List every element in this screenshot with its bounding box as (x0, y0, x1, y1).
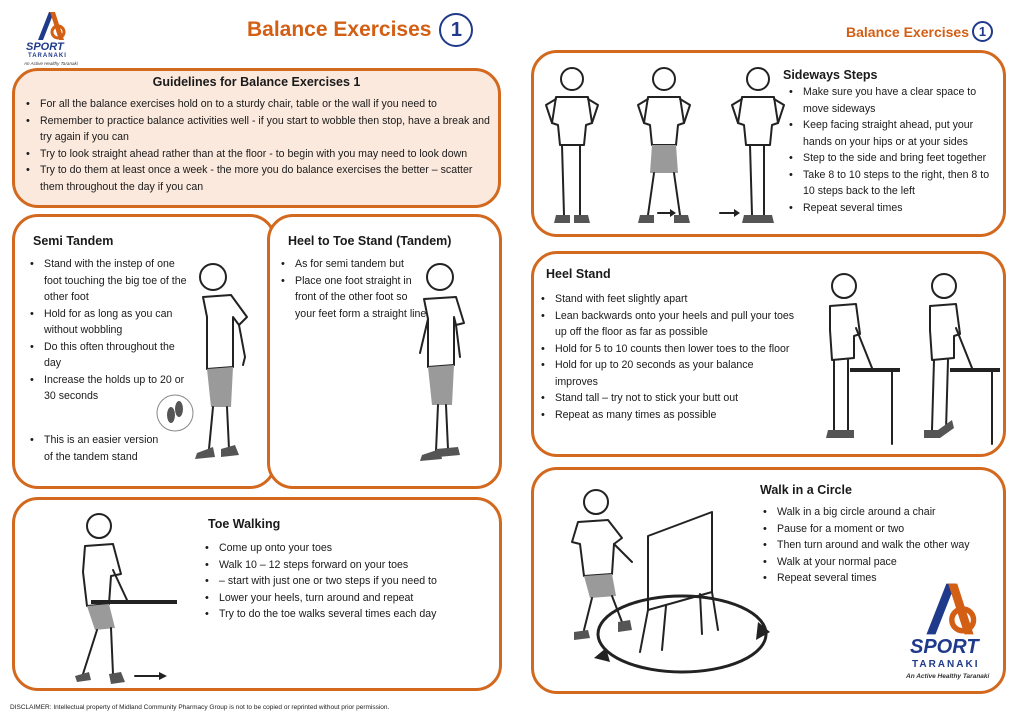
semi-tandem-figure (195, 263, 248, 459)
list-item: Walk at your normal pace (760, 554, 1000, 571)
guidelines-list: For all the balance exercises hold on to… (23, 96, 493, 195)
figure-standing (826, 273, 900, 445)
list-item-subline: – start with just one or two steps if yo… (202, 573, 492, 590)
list-item: Repeat as many times as possible (538, 407, 796, 424)
toe-walking-panel: Toe Walking Come up onto your toes Walk … (12, 497, 502, 691)
guidelines-title: Guidelines for Balance Exercises 1 (152, 75, 361, 89)
list-item: Stand tall – try not to stick your butt … (538, 390, 796, 407)
heel-stand-list: Stand with feet slightly apart Lean back… (538, 291, 796, 423)
list-item: Do this often throughout the day (27, 339, 187, 372)
list-item: Stand with the instep of one foot touchi… (27, 256, 187, 306)
heel-to-toe-panel: Heel to Toe Stand (Tandem) As for semi t… (267, 214, 502, 489)
logo-large-line2: TARANAKI (912, 659, 980, 670)
heel-stand-title: Heel Stand (546, 267, 611, 281)
list-item: For all the balance exercises hold on to… (23, 96, 493, 113)
walk-circle-list: Walk in a big circle around a chair Paus… (760, 504, 1000, 587)
right-page-title: Balance Exercises 1 (846, 21, 993, 42)
right-page-number-badge: 1 (971, 21, 993, 42)
figure-together (719, 67, 785, 223)
list-item: Step to the side and bring feet together (786, 150, 1001, 167)
toe-walking-title: Toe Walking (208, 517, 281, 531)
footprints-icon (156, 394, 194, 432)
list-item: As for semi tandem but (278, 256, 428, 273)
list-item: Then turn around and walk the other way (760, 537, 1000, 554)
heel-to-toe-list: As for semi tandem but Place one foot st… (278, 256, 428, 322)
list-item: Pause for a moment or two (760, 521, 1000, 538)
logo-large-line1: SPORT (910, 636, 979, 658)
list-item: Keep facing straight ahead, put your han… (786, 117, 1001, 150)
right-page-title-text: Balance Exercises (846, 23, 969, 40)
semi-tandem-note: This is an easier version of the tandem … (27, 432, 167, 465)
walk-circle-title: Walk in a Circle (760, 483, 852, 497)
heel-to-toe-title: Heel to Toe Stand (Tandem) (288, 234, 452, 248)
toe-walking-subline: – start with just one or two steps if yo… (219, 575, 437, 587)
walk-circle-figure (571, 489, 770, 674)
list-item: Hold for 5 to 10 counts then lower toes … (538, 341, 796, 358)
logo-large: SPORT TARANAKI An Active Healthy Taranak… (906, 580, 1002, 690)
list-item: Walk in a big circle around a chair (760, 504, 1000, 521)
page-title-text: Balance Exercises (247, 18, 432, 41)
list-item: Remember to practice balance activities … (23, 113, 493, 146)
logo-tagline: An Active Healthy Taranaki (24, 61, 78, 66)
sideways-steps-title: Sideways Steps (783, 68, 878, 82)
semi-tandem-panel: Semi Tandem Stand with the instep of one… (12, 214, 276, 489)
heel-stand-figures (826, 273, 1000, 445)
logo: SPORT TARANAKI An Active Healthy Taranak… (24, 10, 94, 66)
sideways-steps-figures (545, 67, 785, 223)
list-item: Try to do the toe walks several times ea… (202, 606, 492, 623)
list-item: Repeat several times (760, 570, 1000, 587)
walk-circle-panel: Walk in a Circle Walk in a big circle ar… (531, 467, 1006, 694)
logo-line1: SPORT (26, 41, 64, 53)
sideways-steps-list: Make sure you have a clear space to move… (786, 84, 1001, 216)
sport-taranaki-logo-large-icon (926, 583, 977, 635)
semi-tandem-list: Stand with the instep of one foot touchi… (27, 256, 187, 405)
heel-to-toe-figure (419, 263, 465, 461)
semi-tandem-title: Semi Tandem (33, 234, 114, 248)
list-item: Stand with feet slightly apart (538, 291, 796, 308)
list-item: Try to look straight ahead rather than a… (23, 146, 493, 163)
disclaimer: DISCLAIMER: Intellectual property of Mid… (10, 704, 390, 711)
sideways-steps-panel: Sideways Steps Make sure you have a clea… (531, 50, 1006, 237)
heel-stand-panel: Heel Stand Stand with feet slightly apar… (531, 251, 1006, 457)
figure-start (545, 67, 599, 223)
list-item: Walk 10 – 12 steps forward on your toes (202, 557, 492, 574)
page-number-badge: 1 (439, 13, 474, 47)
toe-walking-list: Come up onto your toes Walk 10 – 12 step… (202, 540, 492, 623)
logo-line2: TARANAKI (28, 53, 67, 59)
list-item: Lean backwards onto your heels and pull … (538, 308, 796, 341)
figure-step (637, 67, 691, 223)
list-item: This is an easier version of the tandem … (27, 432, 167, 465)
list-item: Hold for as long as you can without wobb… (27, 306, 187, 339)
page-title: Balance Exercises 1 (247, 13, 474, 47)
list-item: Increase the holds up to 20 or 30 second… (27, 372, 187, 405)
guidelines-panel: Guidelines for Balance Exercises 1 For a… (12, 68, 501, 208)
list-item: Hold for up to 20 seconds as your balanc… (538, 357, 796, 390)
list-item: Repeat several times (786, 200, 1001, 217)
figure-heels (924, 273, 1000, 445)
list-item: Lower your heels, turn around and repeat (202, 590, 492, 607)
list-item: Try to do them at least once a week - th… (23, 162, 493, 195)
chair-icon (639, 511, 719, 653)
list-item: Make sure you have a clear space to move… (786, 84, 1001, 117)
list-item: Take 8 to 10 steps to the right, then 8 … (786, 167, 1001, 200)
logo-large-tagline: An Active Healthy Taranaki (906, 673, 990, 680)
list-item: Place one foot straight in front of the … (278, 273, 428, 323)
list-item: Come up onto your toes (202, 540, 492, 557)
toe-walking-figure (75, 513, 177, 684)
sport-taranaki-logo-icon (38, 12, 66, 40)
